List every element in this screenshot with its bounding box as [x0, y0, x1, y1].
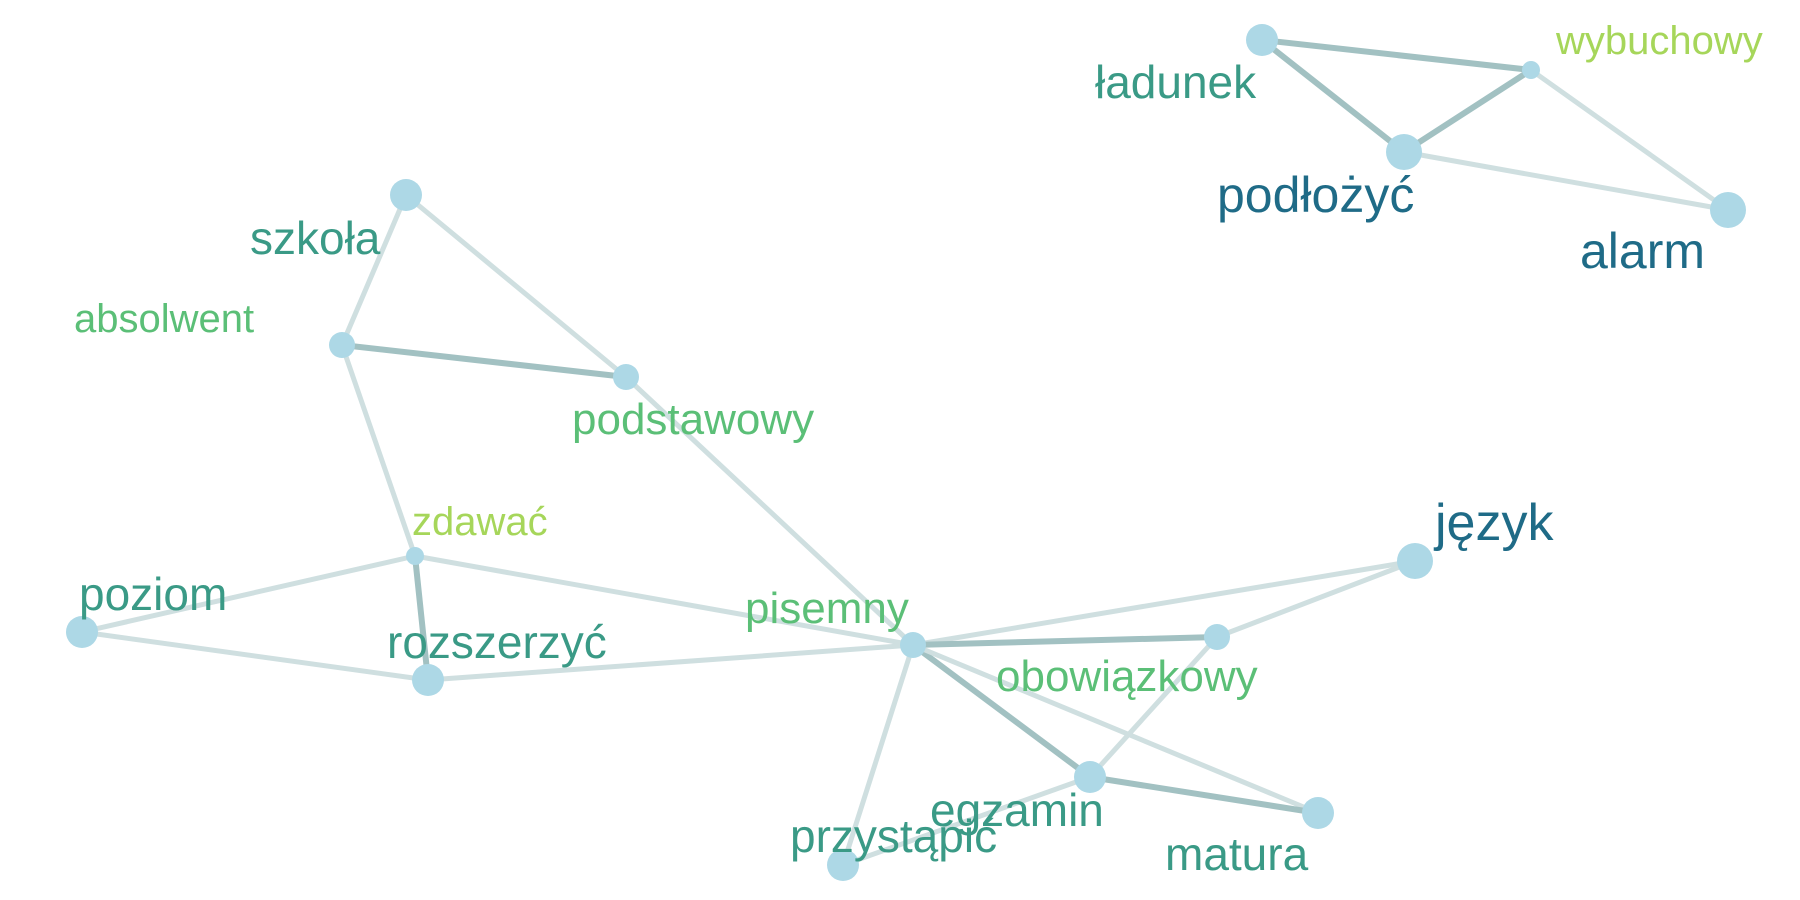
edge-egzamin-przystapic	[840, 774, 1093, 868]
edge-ladunek-wybuchowy	[1259, 37, 1534, 73]
edge-zdawac-rozszerzyc	[412, 553, 431, 683]
nodes-layer	[66, 24, 1746, 881]
edge-jezyk-obowiazkowy	[1214, 558, 1418, 640]
edge-szkola-absolwent	[339, 192, 409, 348]
edge-ladunek-podlozyc	[1259, 37, 1407, 155]
edge-pisemny-egzamin	[910, 642, 1093, 780]
edge-absolwent-zdawac	[339, 342, 418, 559]
node-label-podlozyc: podłożyć	[1217, 167, 1414, 223]
node-label-szkola: szkoła	[250, 212, 381, 264]
node-wybuchowy	[1522, 61, 1540, 79]
node-label-przystapic: przystąpić	[790, 810, 997, 862]
node-label-podstawowy: podstawowy	[572, 395, 814, 444]
node-label-pisemny: pisemny	[745, 584, 909, 633]
edge-poziom-rozszerzyc	[79, 629, 431, 683]
labels-layer: ładunek wybuchowy podłożyć alarm szkoła absol…	[74, 19, 1763, 880]
edge-egzamin-matura	[1087, 774, 1321, 816]
edge-szkola-podstawowy	[403, 192, 629, 380]
edge-pisemny-matura	[910, 642, 1321, 816]
node-zdawac	[406, 547, 424, 565]
node-label-absolwent: absolwent	[74, 297, 254, 341]
edges-layer	[79, 37, 1731, 868]
node-poziom	[66, 616, 98, 648]
node-pisemny	[900, 632, 926, 658]
node-szkola	[390, 179, 422, 211]
edge-pisemny-jezyk	[910, 558, 1418, 648]
node-podlozyc	[1386, 134, 1422, 170]
node-podstawowy	[613, 364, 639, 390]
edge-rozszerzyc-pisemny	[425, 642, 916, 683]
node-alarm	[1710, 192, 1746, 228]
edge-podlozyc-alarm	[1401, 149, 1731, 213]
edge-obowiazkowy-egzamin	[1087, 634, 1220, 780]
edge-pisemny-obowiazkowy	[910, 634, 1220, 648]
edge-pisemny-przystapic	[840, 642, 916, 868]
node-label-matura: matura	[1165, 828, 1309, 880]
edge-zdawac-pisemny	[412, 553, 916, 648]
edge-zdawac-poziom	[79, 553, 418, 635]
node-label-wybuchowy: wybuchowy	[1555, 19, 1763, 63]
node-label-zdawac: zdawać	[412, 500, 548, 544]
node-matura	[1302, 797, 1334, 829]
node-rozszerzyc	[412, 664, 444, 696]
edge-wybuchowy-alarm	[1528, 67, 1731, 213]
edge-podstawowy-pisemny	[623, 374, 916, 648]
node-label-poziom: poziom	[79, 568, 227, 620]
node-jezyk	[1397, 543, 1433, 579]
node-obowiazkowy	[1204, 624, 1230, 650]
node-label-alarm: alarm	[1580, 223, 1705, 279]
node-label-rozszerzyc: rozszerzyć	[387, 616, 607, 668]
node-label-egzamin: egzamin	[930, 784, 1104, 836]
edge-absolwent-podstawowy	[339, 342, 629, 380]
edge-wybuchowy-podlozyc	[1401, 67, 1534, 155]
node-label-obowiazkowy: obowiązkowy	[996, 652, 1258, 701]
node-label-jezyk: język	[1433, 494, 1554, 552]
node-przystapic	[827, 849, 859, 881]
node-absolwent	[329, 332, 355, 358]
node-ladunek	[1246, 24, 1278, 56]
node-egzamin	[1074, 761, 1106, 793]
node-label-ladunek: ładunek	[1095, 56, 1257, 108]
